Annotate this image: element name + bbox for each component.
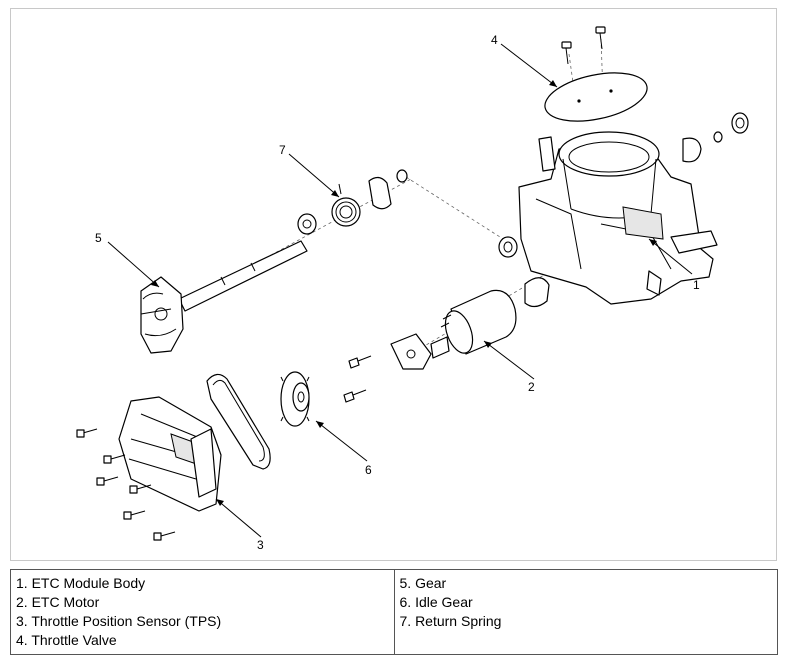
callout-4: 4 xyxy=(491,33,498,47)
throttle-valve-screws xyxy=(561,26,606,65)
shaft-clip xyxy=(396,169,408,183)
tps-seal-ring xyxy=(206,373,271,470)
callout-2: 2 xyxy=(528,380,535,394)
etc-module-body xyxy=(518,112,749,305)
callout-3: 3 xyxy=(257,538,264,552)
motor-mount-plate xyxy=(390,333,432,370)
parts-legend-table: 1. ETC Module Body 2. ETC Motor 3. Throt… xyxy=(10,569,778,655)
tps-screws xyxy=(76,428,176,541)
tps-housing xyxy=(118,396,222,512)
motor-axis-line xyxy=(410,258,572,355)
spring-cap xyxy=(368,176,392,210)
etc-exploded-diagram: 4 7 5 1 2 6 3 xyxy=(76,26,749,552)
legend-item-etc-module-body: 1. ETC Module Body xyxy=(16,575,146,591)
gear-with-shaft xyxy=(140,240,308,354)
bearing-axis-line xyxy=(405,176,512,245)
mount-plate-hole xyxy=(406,349,416,359)
callout-6: 6 xyxy=(365,463,372,477)
callout-5: 5 xyxy=(95,231,102,245)
shaft-bearing xyxy=(498,236,518,258)
legend-column-left: 1. ETC Module Body 2. ETC Motor 3. Throt… xyxy=(10,569,395,655)
legend-row: 1. ETC Module Body 2. ETC Motor 3. Throt… xyxy=(10,569,778,655)
idle-gear xyxy=(280,371,310,427)
legend-item-idle-gear: 6. Idle Gear xyxy=(399,594,473,610)
callout-1: 1 xyxy=(693,278,700,292)
etc-motor xyxy=(430,289,517,359)
shaft-washer xyxy=(297,213,317,235)
motor-gasket xyxy=(524,277,550,308)
callout-leaders xyxy=(107,43,693,538)
legend-column-right: 5. Gear 6. Idle Gear 7. Return Spring xyxy=(393,569,778,655)
motor-screws xyxy=(343,355,372,403)
legend-item-return-spring: 7. Return Spring xyxy=(399,613,502,629)
exploded-diagram-frame: 4 7 5 1 2 6 3 xyxy=(10,8,777,561)
callout-7: 7 xyxy=(279,143,286,157)
legend-item-etc-motor: 2. ETC Motor xyxy=(16,594,100,610)
legend-item-throttle-valve: 4. Throttle Valve xyxy=(16,632,117,648)
throttle-valve xyxy=(544,72,648,122)
tps-seal-ring-inner xyxy=(212,379,265,462)
legend-item-gear: 5. Gear xyxy=(399,575,447,591)
legend-item-tps: 3. Throttle Position Sensor (TPS) xyxy=(16,613,222,629)
return-spring xyxy=(331,183,361,227)
